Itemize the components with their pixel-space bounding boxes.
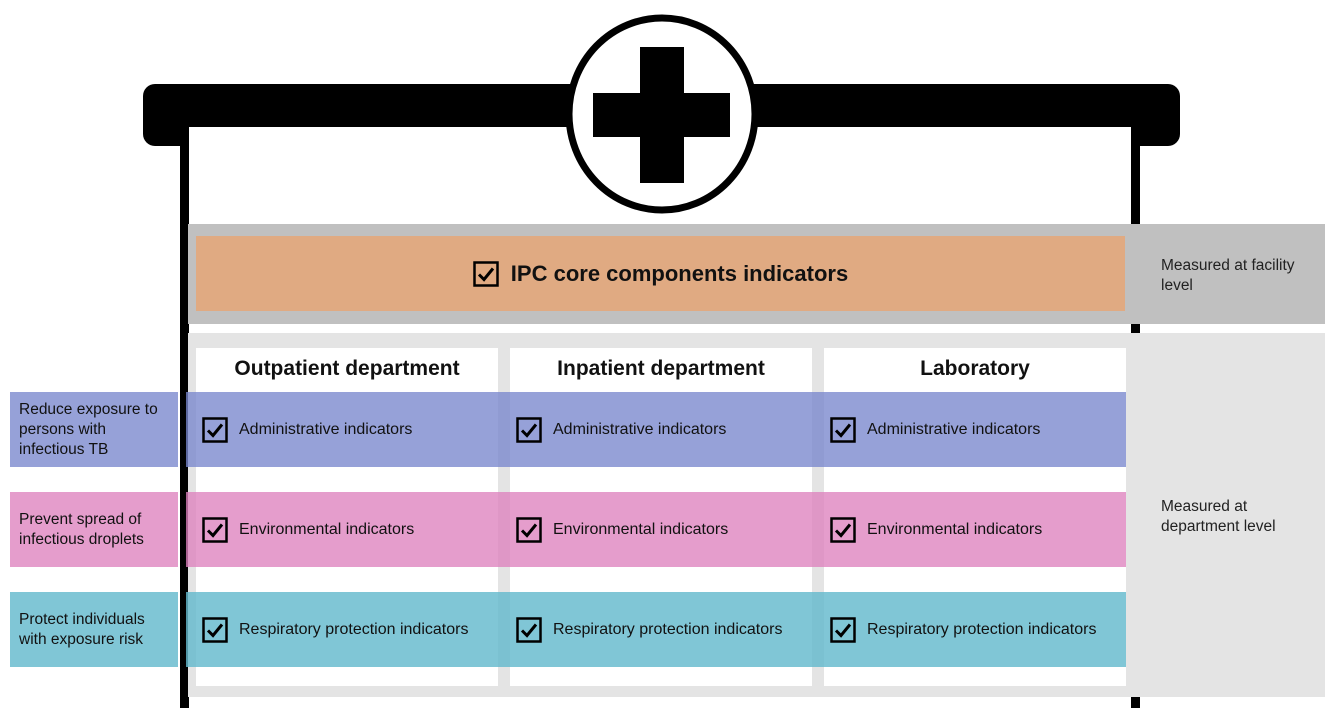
row-band-environmental [186,492,1126,567]
goal-text: Protect individuals with exposure risk [19,610,145,648]
checkbox-checked-icon [202,616,228,643]
department-level-label: Measured at department level [1161,498,1276,535]
indicator-label: Respiratory protection indicators [553,620,783,638]
checkbox-checked-icon [516,416,542,443]
indicator-cell: Administrative indicators [202,392,412,467]
indicator-cell: Environmental indicators [516,492,728,567]
indicator-label: Respiratory protection indicators [867,620,1097,638]
indicator-cell: Environmental indicators [202,492,414,567]
column-header-inpatient: Inpatient department [557,357,765,380]
indicator-label: Respiratory protection indicators [239,620,469,638]
indicator-cell: Administrative indicators [516,392,726,467]
goal-label-protect-individuals: Protect individuals with exposure risk [10,592,178,667]
indicator-label: Administrative indicators [867,420,1041,438]
indicator-label: Environmental indicators [239,520,415,538]
checkbox-checked-icon [516,516,542,543]
goal-label-prevent-spread: Prevent spread of infectious droplets [10,492,178,567]
facility-indicators-title: IPC core components indicators [510,260,849,286]
indicator-label: Administrative indicators [553,420,727,438]
goal-label-reduce-exposure: Reduce exposure to persons with infectio… [10,392,178,467]
checkbox-checked-icon [202,516,228,543]
checkbox-checked-icon [516,616,542,643]
facility-level-label: Measured at facility level [1161,257,1295,294]
indicator-cell: Administrative indicators [830,392,1040,467]
column-header-outpatient: Outpatient department [234,357,460,380]
facility-indicators-bar: IPC core components indicators [196,236,1125,311]
goal-text: Reduce exposure to persons with infectio… [19,400,158,458]
row-band-administrative [186,392,1126,467]
goal-text: Prevent spread of infectious droplets [19,510,144,548]
indicator-cell: Respiratory protection indicators [830,592,1096,667]
indicator-label: Administrative indicators [239,420,413,438]
column-header-laboratory: Laboratory [920,357,1030,380]
indicator-cell: Environmental indicators [830,492,1042,567]
checkbox-checked-icon [830,416,856,443]
checkbox-checked-icon [473,260,499,287]
indicator-label: Environmental indicators [553,520,729,538]
checkbox-checked-icon [830,616,856,643]
checkbox-checked-icon [830,516,856,543]
indicator-label: Environmental indicators [867,520,1043,538]
indicator-cell: Respiratory protection indicators [516,592,782,667]
row-band-respiratory [186,592,1126,667]
checkbox-checked-icon [202,416,228,443]
medical-cross-icon [565,14,759,214]
indicator-cell: Respiratory protection indicators [202,592,468,667]
